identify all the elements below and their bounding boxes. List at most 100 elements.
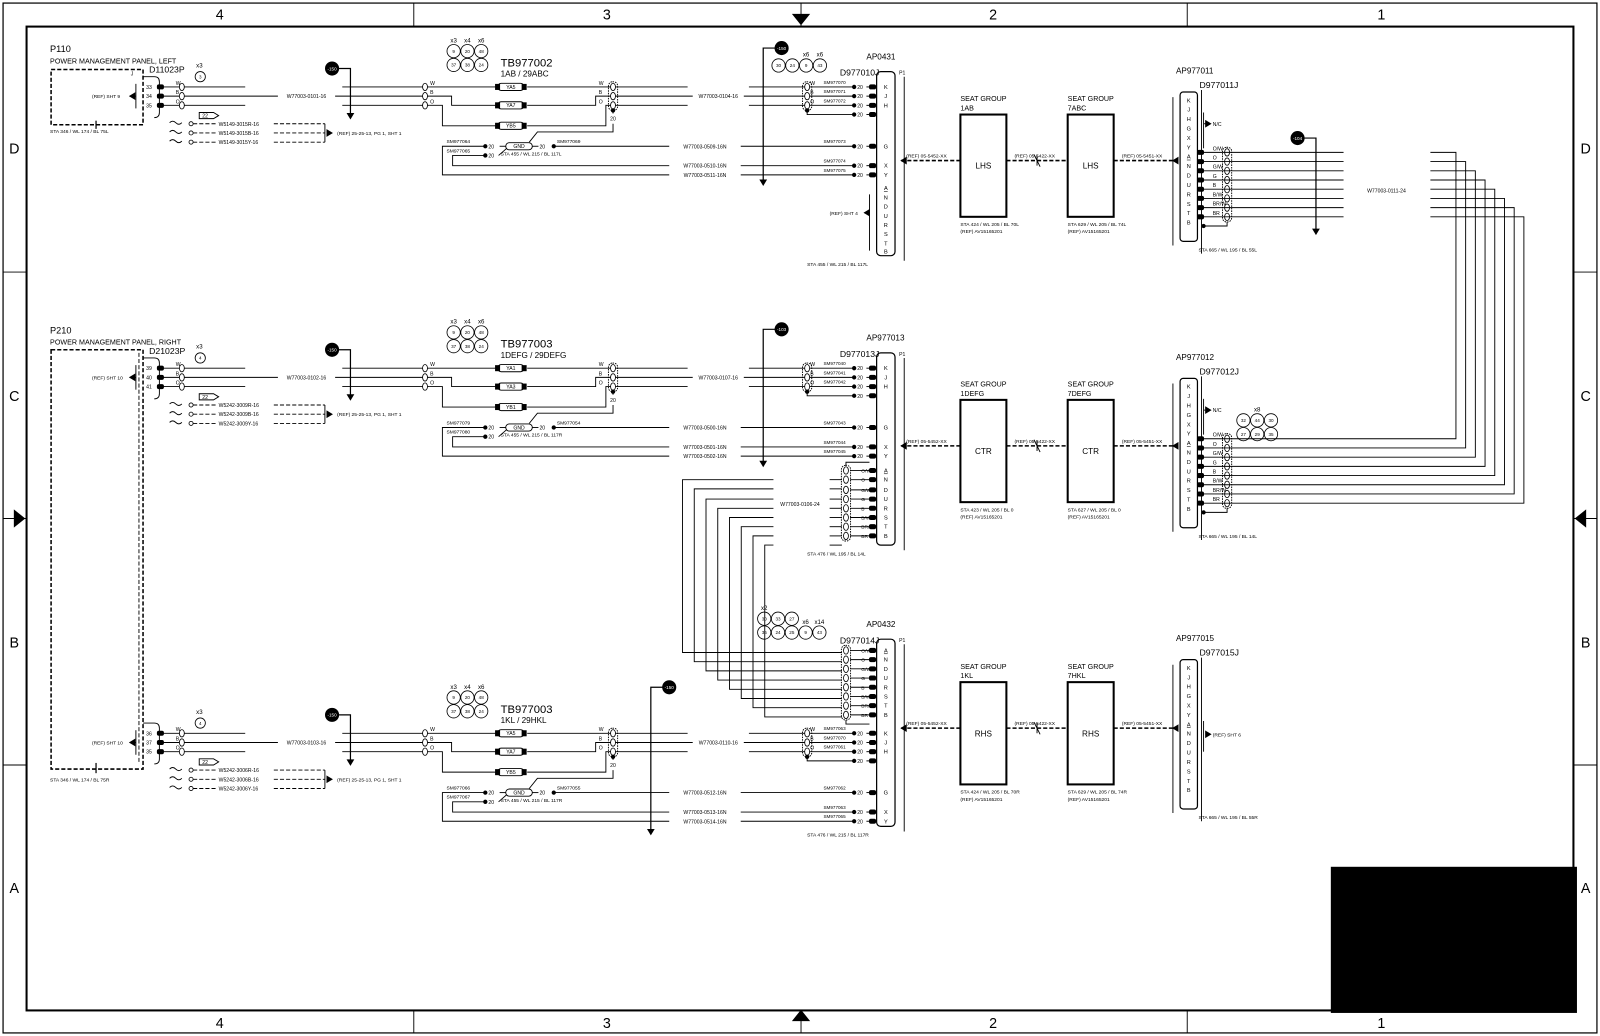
- bubble-value: 48: [479, 330, 485, 335]
- station-label: STA 455 / WL 215 / BL 117R: [501, 798, 563, 804]
- wire-id: W5242-3006R-16: [219, 768, 259, 774]
- twisted-pair-icon: [804, 364, 811, 373]
- label: 20: [857, 445, 863, 451]
- label: 3: [199, 74, 202, 79]
- bubble-value: 43: [817, 63, 823, 68]
- wire-color: B: [430, 736, 434, 742]
- splice-end: [495, 748, 501, 755]
- quantity-bubble: [446, 44, 461, 59]
- twisted-pair-icon: [843, 655, 849, 664]
- pin-letter: R: [884, 223, 888, 229]
- twisted-pair-icon: [843, 494, 849, 504]
- station-label: STA 424 / WL 205 / BL 70R: [960, 790, 1020, 796]
- wire-path: [429, 742, 614, 753]
- wire-color: W: [430, 362, 435, 368]
- arrow-right-icon: [1205, 119, 1212, 128]
- arrow-down-icon: [1312, 228, 1320, 236]
- splice-id: SM977072: [823, 98, 846, 103]
- wire-path: [1303, 137, 1317, 234]
- label: 20: [488, 435, 494, 441]
- junction-dot: [852, 366, 857, 371]
- pin-letter: U: [884, 497, 888, 503]
- connector-shell: [143, 722, 160, 765]
- twisted-pair-icon: [843, 710, 849, 719]
- bubble-value: 30: [1268, 418, 1274, 423]
- wire-color: O: [861, 478, 865, 484]
- center-mark-icon: [1574, 509, 1587, 528]
- break-icon: [169, 129, 183, 134]
- pin-letter: J: [1187, 108, 1190, 114]
- pin-letter: J: [884, 94, 887, 100]
- wire-color: B: [599, 736, 603, 742]
- seat-group-title: SEAT GROUP: [960, 95, 1006, 103]
- station-label: STA 476 / WL 195 / BL 14L: [807, 551, 866, 557]
- pin-letter: U: [884, 676, 888, 682]
- pin-letter: X: [1187, 704, 1191, 710]
- reference-part: (REF) AV15165201: [960, 797, 1002, 803]
- wire-id: W5242-3009R-16: [219, 403, 259, 409]
- wire-path: [1203, 179, 1486, 467]
- wire-color: O/W: [1213, 146, 1223, 152]
- wire-color: W: [176, 727, 181, 733]
- reference-sheet: (REF) 25-25-13, PG 1, SHT 1: [337, 777, 402, 783]
- wire-color: O: [176, 381, 180, 387]
- station-label: STA 476 / WL 215 / BL 117R: [807, 833, 869, 839]
- label: 4: [199, 721, 202, 726]
- pin-letter: A: [1187, 722, 1191, 728]
- pin-letter: H: [884, 385, 888, 391]
- pin-letter: J: [884, 375, 887, 381]
- pin-letter: N: [1187, 732, 1191, 738]
- label: 22: [202, 760, 208, 766]
- quantity-bubble: [474, 57, 489, 72]
- twisted-pair-icon: [610, 364, 616, 373]
- pin-letter: D: [1187, 741, 1191, 747]
- pin-letter: B: [1187, 788, 1191, 794]
- reference-number: -104: [1293, 136, 1303, 141]
- station-label: STA 665 / WL 195 / BL 14L: [1198, 534, 1257, 540]
- reference-sheet: (REF) 25-25-13, PG 1, SHT 1: [337, 131, 402, 137]
- label: P1: [899, 638, 905, 644]
- pin-contact: [869, 393, 877, 399]
- label: P1: [899, 71, 905, 77]
- wire-color: B: [176, 371, 180, 377]
- twisted-pair-icon: [804, 729, 811, 738]
- wire-path: [845, 461, 870, 466]
- seat-group-side: RHS: [975, 729, 993, 738]
- splice-end: [495, 365, 501, 372]
- wire-color: O: [1213, 442, 1217, 448]
- wire-path: [441, 427, 670, 457]
- pin-letter: S: [1187, 202, 1191, 208]
- pin-contact: [869, 790, 877, 796]
- bubble-value: 27: [1241, 432, 1247, 437]
- junction-dot: [852, 819, 857, 824]
- label: 4: [199, 356, 202, 361]
- wire-id: W77003-0510-16N: [683, 164, 726, 170]
- quantity-label: x6: [817, 52, 824, 59]
- junction-dot: [852, 790, 857, 795]
- wire-color: W: [810, 81, 815, 87]
- connector-id: AP977011: [1176, 67, 1214, 76]
- panel-id: P210: [50, 325, 71, 335]
- pin-letter: U: [1187, 183, 1191, 189]
- zone-column-label: 2: [989, 7, 997, 23]
- quantity-label: x3: [450, 37, 457, 44]
- pin-letter: S: [1187, 488, 1191, 494]
- quantity-bubble: [799, 58, 814, 73]
- reference-sheet: (REF) 05-5422-XX: [1015, 439, 1056, 445]
- pin-contact: [869, 505, 877, 511]
- wire-color: G/W: [861, 488, 871, 494]
- twisted-pair-icon: [804, 747, 811, 756]
- bubble-value: 25: [789, 630, 795, 635]
- label: 20: [857, 366, 863, 372]
- pin-contact: [156, 749, 164, 755]
- circle: [188, 411, 194, 417]
- label: P1: [899, 352, 905, 358]
- splice-id: SM977079: [446, 420, 470, 426]
- pin-contact: [1196, 177, 1205, 183]
- quantity-bubble: [460, 704, 475, 719]
- pin-letter: K: [884, 731, 888, 737]
- pin-letter: G: [884, 144, 888, 150]
- connector-shell: [143, 357, 160, 400]
- wire-path: [752, 535, 842, 709]
